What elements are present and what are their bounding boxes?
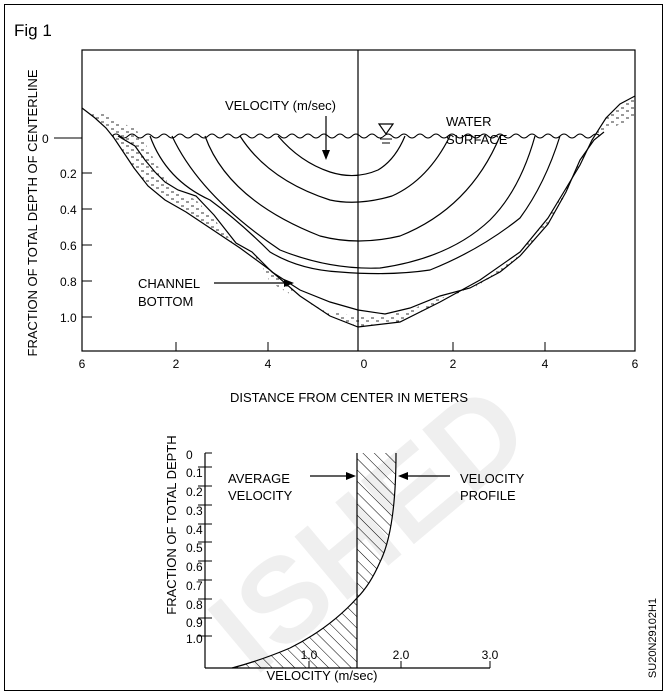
x-tick-label: 6 bbox=[632, 357, 639, 371]
velocity-contour-3 bbox=[204, 135, 501, 242]
velocity-arrow bbox=[322, 116, 330, 160]
y-tick-label: 0 bbox=[42, 132, 49, 146]
average-velocity-label-1: AVERAGE bbox=[228, 471, 290, 486]
x-tick-label: 4 bbox=[542, 357, 549, 371]
profile-y-tick-label: 0.2 bbox=[186, 485, 203, 499]
velocity-profile-arrow bbox=[398, 472, 450, 480]
velocity-contour-2 bbox=[239, 135, 451, 203]
x-tick-label: 4 bbox=[265, 357, 272, 371]
profile-y-tick-label: 0.6 bbox=[186, 560, 203, 574]
profile-y-tick-label: 1.0 bbox=[186, 632, 203, 646]
figure-frame bbox=[4, 4, 663, 691]
velocity-profile-label-1: VELOCITY bbox=[460, 471, 525, 486]
y-tick-label: 0.2 bbox=[60, 167, 77, 181]
profile-y-tick-label: 0.8 bbox=[186, 598, 203, 612]
cross-section-x-ticks: 6 2 4 0 2 4 6 bbox=[79, 342, 639, 371]
figure-code: SU20N29102H1 bbox=[647, 598, 659, 678]
velocity-label: VELOCITY (m/sec) bbox=[225, 98, 336, 113]
bottom-label: BOTTOM bbox=[138, 294, 193, 309]
profile-x-tick-label: 2.0 bbox=[393, 648, 410, 662]
profile-y-tick-label: 0.9 bbox=[186, 616, 203, 630]
x-tick-label: 2 bbox=[173, 357, 180, 371]
sediment-band bbox=[82, 96, 635, 327]
x-tick-label: 6 bbox=[79, 357, 86, 371]
water-surface-line bbox=[111, 133, 601, 139]
y-tick-label: 0.8 bbox=[60, 275, 77, 289]
profile-y-axis-title: FRACTION OF TOTAL DEPTH bbox=[164, 435, 179, 614]
profile-y-tick-label: 0.1 bbox=[186, 466, 203, 480]
profile-y-tick-label: 0.7 bbox=[186, 579, 203, 593]
profile-y-tick-label: 0 bbox=[186, 448, 193, 462]
profile-y-ticks: 0 0.1 0.2 0.3 0.4 0.5 0.6 0.7 0.8 0.9 1.… bbox=[186, 448, 212, 646]
velocity-contour-4 bbox=[171, 135, 536, 269]
figure-label: Fig 1 bbox=[14, 21, 52, 40]
profile-y-tick-label: 0.5 bbox=[186, 541, 203, 555]
x-tick-label: 0 bbox=[361, 357, 368, 371]
water-label: WATER bbox=[446, 114, 492, 129]
profile-x-tick-label: 1.0 bbox=[301, 648, 318, 662]
cross-section-y-axis-title: FRACTION OF TOTAL DEPTH OF CENTERLINE bbox=[25, 69, 40, 356]
channel-label: CHANNEL bbox=[138, 276, 200, 291]
profile-x-ticks: 1.0 2.0 3.0 bbox=[301, 648, 499, 668]
velocity-contour-5 bbox=[149, 135, 561, 275]
cross-section-x-axis-title: DISTANCE FROM CENTER IN METERS bbox=[230, 390, 468, 405]
x-tick-label: 2 bbox=[450, 357, 457, 371]
profile-x-axis-title: VELOCITY (m/sec) bbox=[266, 668, 377, 683]
water-level-symbol bbox=[377, 123, 395, 144]
average-velocity-arrow bbox=[310, 472, 356, 480]
channel-bottom-line bbox=[117, 131, 605, 315]
profile-y-tick-label: 0.4 bbox=[186, 523, 203, 537]
velocity-profile-label-2: PROFILE bbox=[460, 488, 516, 503]
y-tick-label: 1.0 bbox=[60, 311, 77, 325]
profile-x-tick-label: 3.0 bbox=[482, 648, 499, 662]
y-tick-label: 0.6 bbox=[60, 239, 77, 253]
cross-section-y-ticks: 0 0.2 0.4 0.6 0.8 1.0 bbox=[42, 132, 92, 325]
profile-hatch-lower bbox=[232, 598, 357, 668]
average-velocity-label-2: VELOCITY bbox=[228, 488, 293, 503]
y-tick-label: 0.4 bbox=[60, 203, 77, 217]
surface-label: SURFACE bbox=[446, 132, 508, 147]
profile-hatch-upper bbox=[357, 453, 396, 598]
profile-y-tick-label: 0.3 bbox=[186, 504, 203, 518]
velocity-contour-1 bbox=[277, 135, 406, 177]
channel-bottom-arrow bbox=[214, 279, 294, 287]
ground-line bbox=[82, 95, 635, 328]
